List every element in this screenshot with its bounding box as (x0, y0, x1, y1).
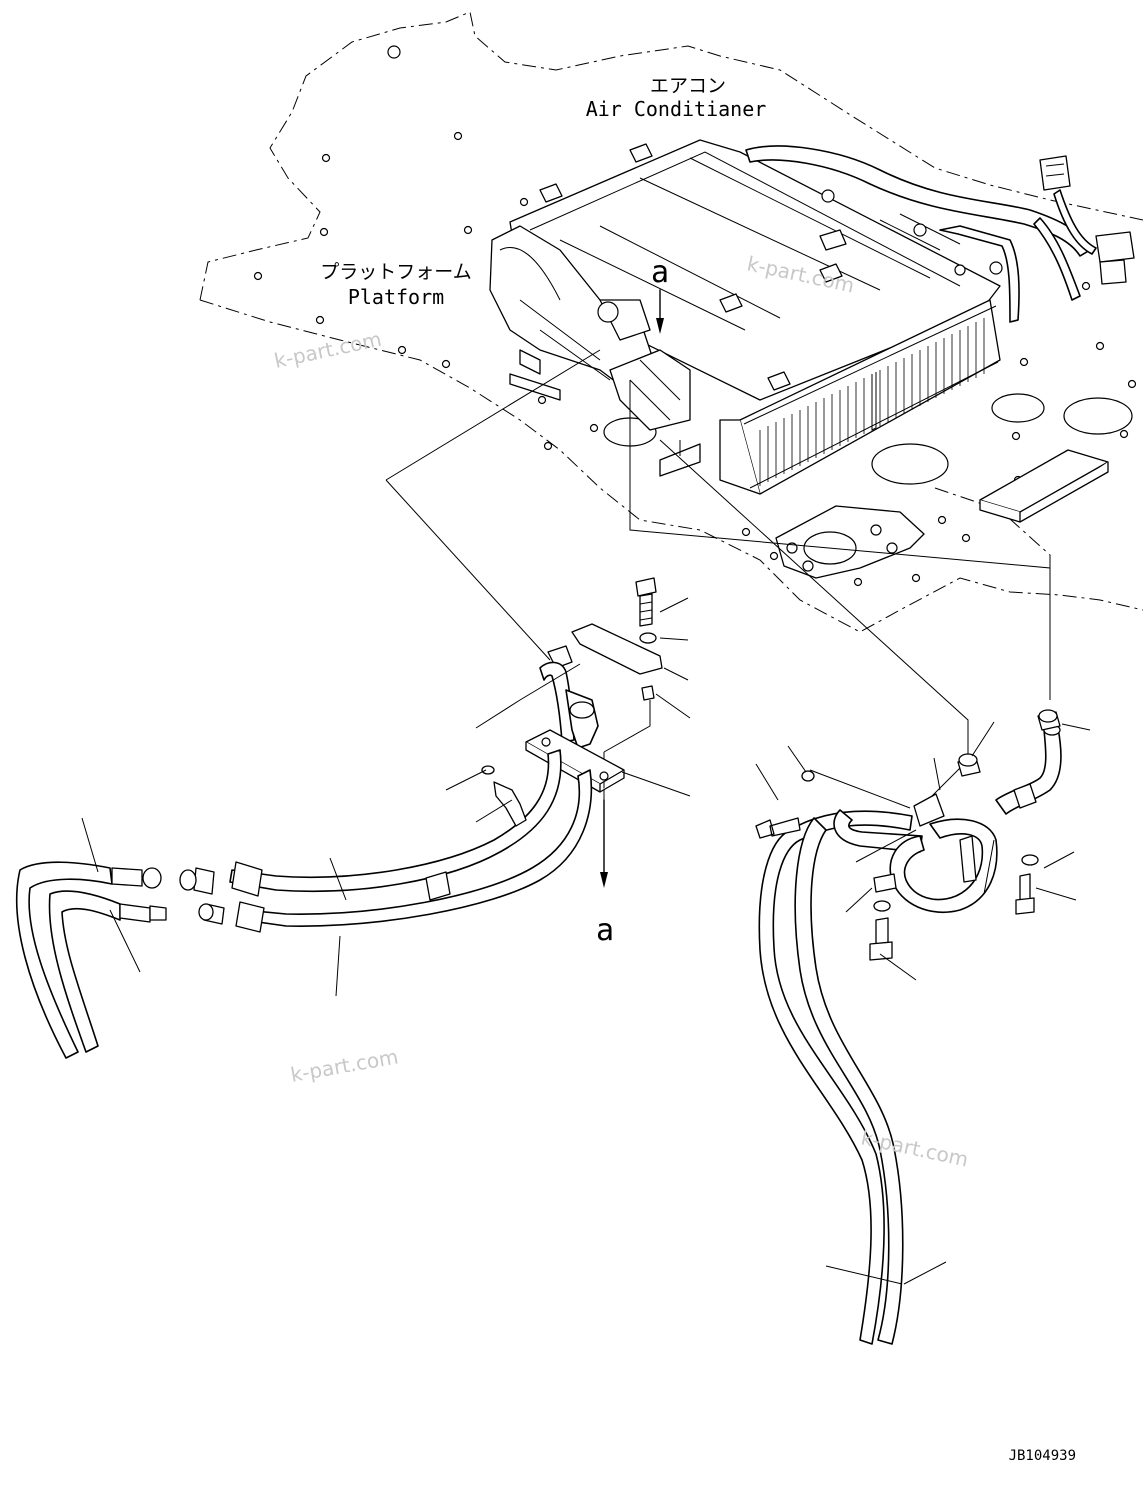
nut (641, 685, 655, 701)
bolt-right-1 (755, 817, 801, 839)
left-detail (179, 577, 663, 933)
bracket-plate (571, 623, 663, 675)
detail-leader-left (385, 349, 601, 661)
air-conditioner-label-jp: エアコン (650, 75, 726, 97)
watermark: k-part.com (272, 327, 384, 373)
air-conditioner-unit (489, 139, 1135, 495)
bolt (635, 577, 657, 627)
view-ref-top: a (651, 255, 669, 290)
air-conditioner-label-en: Air Conditianer (586, 97, 767, 121)
view-arrow-a-top (629, 289, 1051, 700)
platform-label-en: Platform (348, 285, 444, 309)
view-ref-bottom: a (596, 913, 614, 948)
radiator-fins (759, 318, 985, 486)
washer (639, 632, 657, 644)
left-detail-leaders (329, 597, 691, 997)
right-detail (755, 709, 1062, 1345)
watermark: k-part.com (289, 1044, 400, 1087)
detail-leader-right (659, 439, 969, 756)
platform-outline (199, 11, 1143, 633)
small-bolt (493, 781, 527, 827)
platform-label-jp: プラットフォーム (320, 261, 471, 283)
right-detail-leaders (755, 721, 1091, 1285)
hose-ends-left (15, 817, 167, 1059)
view-arrow-a-bottom (600, 799, 608, 888)
drawing-number: JB104939 (1009, 1448, 1076, 1464)
